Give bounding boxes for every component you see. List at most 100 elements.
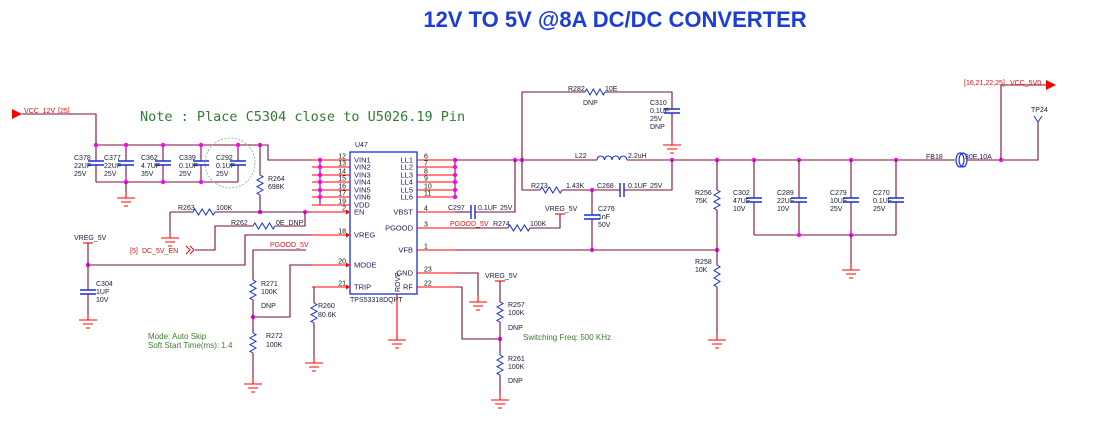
ic-pin-number: 12 [338,154,346,161]
pin-input-arrow [346,262,350,268]
ic-pin-rovp: ROVP [395,272,402,292]
value-r264: 698K [268,184,285,191]
junction-dot [160,142,166,148]
ground-symbol [305,357,323,372]
value-c362: 4.7UF [141,163,160,170]
rating-c378: 25V [74,171,87,178]
ground-symbol [161,232,179,247]
resistor [248,332,258,354]
capacitor [746,197,762,203]
resistor [584,87,606,97]
wire [521,160,540,191]
rating-c304: 10V [96,297,109,304]
value-r257: 100K [508,310,525,317]
value-fb18: 30E,10A [965,154,992,161]
rating-c377: 25V [104,171,117,178]
junction-dot [317,164,323,170]
capacitor [843,197,859,203]
capacitor [193,160,209,166]
ref-c310: C310 [650,100,667,107]
capacitor [88,160,104,166]
ground-symbol [708,334,726,349]
ref-l22: L22 [575,153,587,160]
junction-dot [160,179,166,185]
rating-c292: 25V [216,171,229,178]
rating-c362: 35V [141,171,154,178]
ic-pin-name: VIN1 [354,156,371,165]
ic-pin-name: GND [396,269,413,278]
capacitor [791,197,807,203]
note-r261: DNP [508,378,523,385]
value-r271: 100K [261,289,278,296]
value-c276: 1nF [598,214,610,221]
ground-symbol [388,334,406,349]
ic-pin-name: LL3 [400,171,413,180]
wire [455,272,479,296]
wire [22,113,97,145]
resistor [248,279,258,301]
ic-pin-name: VIN3 [354,171,371,180]
ref-c279: C279 [830,190,847,197]
ground-symbol [117,192,135,207]
ground-symbol [663,139,681,154]
ic-ref: U47 [355,142,368,149]
junction-dot [452,187,458,193]
ref-c268: C268 [597,183,614,190]
value-c297: 0.1UF [478,205,497,212]
rating-c297: 25V [500,205,513,212]
ic-pin-number: 1 [424,244,428,251]
value-c310: 0.1UF [650,108,669,115]
net-ref-vcc-5v0: [16,21,22,25] [964,80,1005,87]
resistor [255,174,265,196]
note-r282: DNP [583,100,598,107]
ic-pin-name: VIN5 [354,186,371,195]
ref-c339: C339 [179,155,196,162]
ic-u47-body [349,151,418,295]
ref-fb18: FB18 [926,154,943,161]
ic-pin-number: 3 [424,222,428,229]
resistor [495,301,505,323]
junction-dot [317,194,323,200]
ref-c289: C289 [777,190,794,197]
ic-pin-number: 21 [338,281,346,288]
value-r272: 100K [266,342,283,349]
value-r256: 75K [695,198,708,205]
ref-r272: R272 [266,333,283,340]
value-c289: 22UF [777,198,794,205]
ref-c302: C302 [733,190,750,197]
resistor [507,224,531,232]
net-label-vcc-12v: VCC_12V [24,108,55,115]
test-point-tp24 [1033,115,1043,123]
resistor [309,302,319,324]
note-r271: DNP [261,303,276,310]
ref-r262: R262 [231,220,248,227]
mode-annotation: Mode: Auto Skip [148,332,207,341]
ground-symbol [469,296,487,311]
junction-dot [235,142,241,148]
ic-pin-name: LL4 [400,178,413,187]
value-c270: 0.1UF [873,198,892,205]
net-label-dc-5v-en: DC_5V_EN [142,248,178,255]
ic-pin-number: 7 [424,161,428,168]
ic-pin-number: 22 [424,281,432,288]
value-l22: 2.2uH [628,153,647,160]
rating-c339: 25V [179,171,192,178]
ic-pin-number: 23 [424,267,432,274]
switching-freq-annotation: Switching Freq: 500 KHz [523,333,611,342]
junction-dot [123,142,129,148]
ref-r256: R256 [695,190,712,197]
wire [605,91,673,109]
inductor-l22 [596,155,628,161]
resistor [252,222,276,230]
note-highlight-circle [204,137,256,189]
value-r258: 10K [695,267,708,274]
ic-pin-number: 20 [338,259,346,266]
ic-pin-name: TRIP [354,283,371,292]
ref-c378: C378 [74,155,91,162]
ground-symbol [244,378,262,393]
wire [88,234,340,266]
net-label-pgood-5v: PGOOD_5V [450,221,489,228]
ferrite-bead-fb18 [955,152,965,168]
wire [455,286,500,340]
value-r263: 100K [216,205,233,212]
